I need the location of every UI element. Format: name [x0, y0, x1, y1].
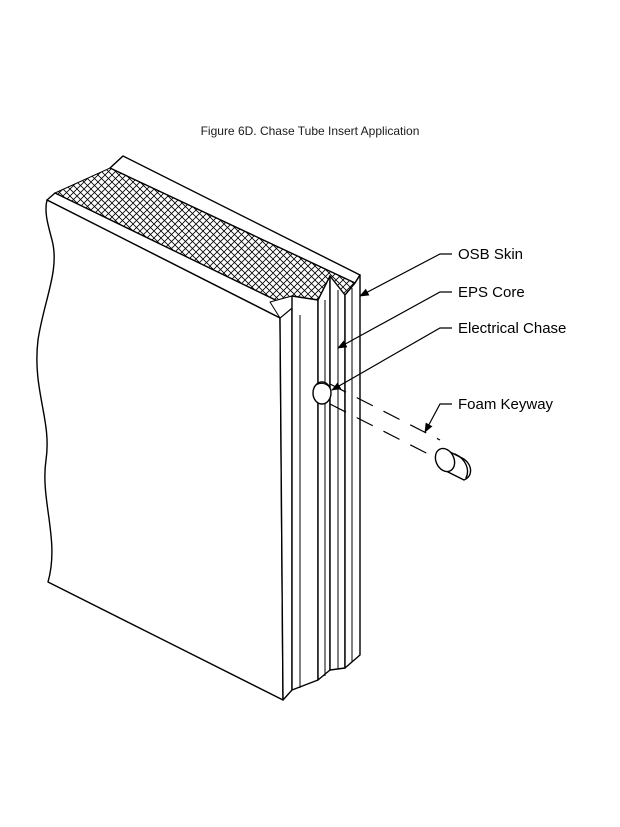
figure-title: Figure 6D. Chase Tube Insert Application	[200, 124, 420, 138]
eps-core-leader	[337, 291, 452, 349]
osb-skin-leader	[359, 253, 452, 297]
electrical-chase-hole-rim	[313, 382, 331, 389]
eps-core-label: EPS Core	[458, 284, 525, 301]
back-osb-top-edge-inner	[109, 155, 124, 169]
electrical-chase-leader	[331, 327, 452, 391]
osb-skin-label: OSB Skin	[458, 246, 523, 263]
eps-core-spline-step	[317, 275, 331, 681]
foam-keyway-cylinder	[434, 447, 472, 481]
foam-keyway-label: Foam Keyway	[458, 396, 554, 413]
electrical-chase-label: Electrical Chase	[458, 320, 566, 337]
electrical-chase-hole	[312, 381, 332, 405]
foam-keyway-leader	[424, 403, 452, 433]
insertion-guide-upper	[329, 383, 441, 441]
insertion-guide-lower	[329, 403, 441, 461]
front-osb-face	[36, 199, 284, 701]
eps-core-spline-face	[291, 295, 319, 691]
